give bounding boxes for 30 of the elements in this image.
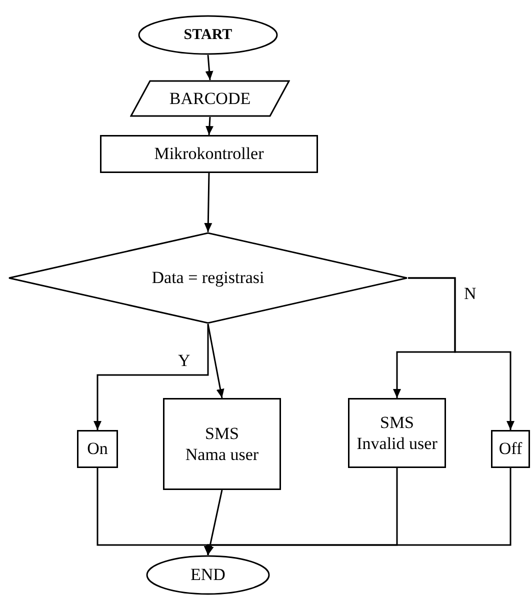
arrow (94, 324, 209, 430)
node-text: END (190, 564, 226, 586)
node-text: Off (498, 438, 522, 460)
process-box (163, 398, 281, 490)
node-text: On (87, 438, 108, 460)
decision-diamond (8, 232, 408, 324)
arrow (207, 324, 224, 398)
node-text: Invalid user (356, 433, 438, 454)
edge-label: Y (176, 352, 192, 369)
node-text: START (184, 26, 232, 44)
node-text: Data = registrasi (152, 267, 264, 289)
arrow (206, 116, 214, 136)
node-text: Nama user (185, 444, 259, 466)
process-box (491, 430, 530, 468)
edge-label: N (462, 285, 478, 302)
node-text: Mikrokontroller (154, 143, 264, 165)
terminal-oval (138, 15, 278, 55)
process-box (348, 398, 446, 468)
process-box (100, 135, 318, 173)
arrow (206, 490, 223, 556)
terminal-oval (146, 555, 270, 595)
input-parallelogram (130, 80, 290, 117)
node-text: SMS (204, 422, 240, 444)
arrow (204, 172, 212, 232)
arrow (204, 468, 512, 555)
node-text: BARCODE (169, 88, 251, 110)
arrow (408, 277, 514, 430)
process-box (77, 430, 118, 468)
arrow (205, 54, 214, 80)
node-text: SMS (380, 412, 414, 433)
